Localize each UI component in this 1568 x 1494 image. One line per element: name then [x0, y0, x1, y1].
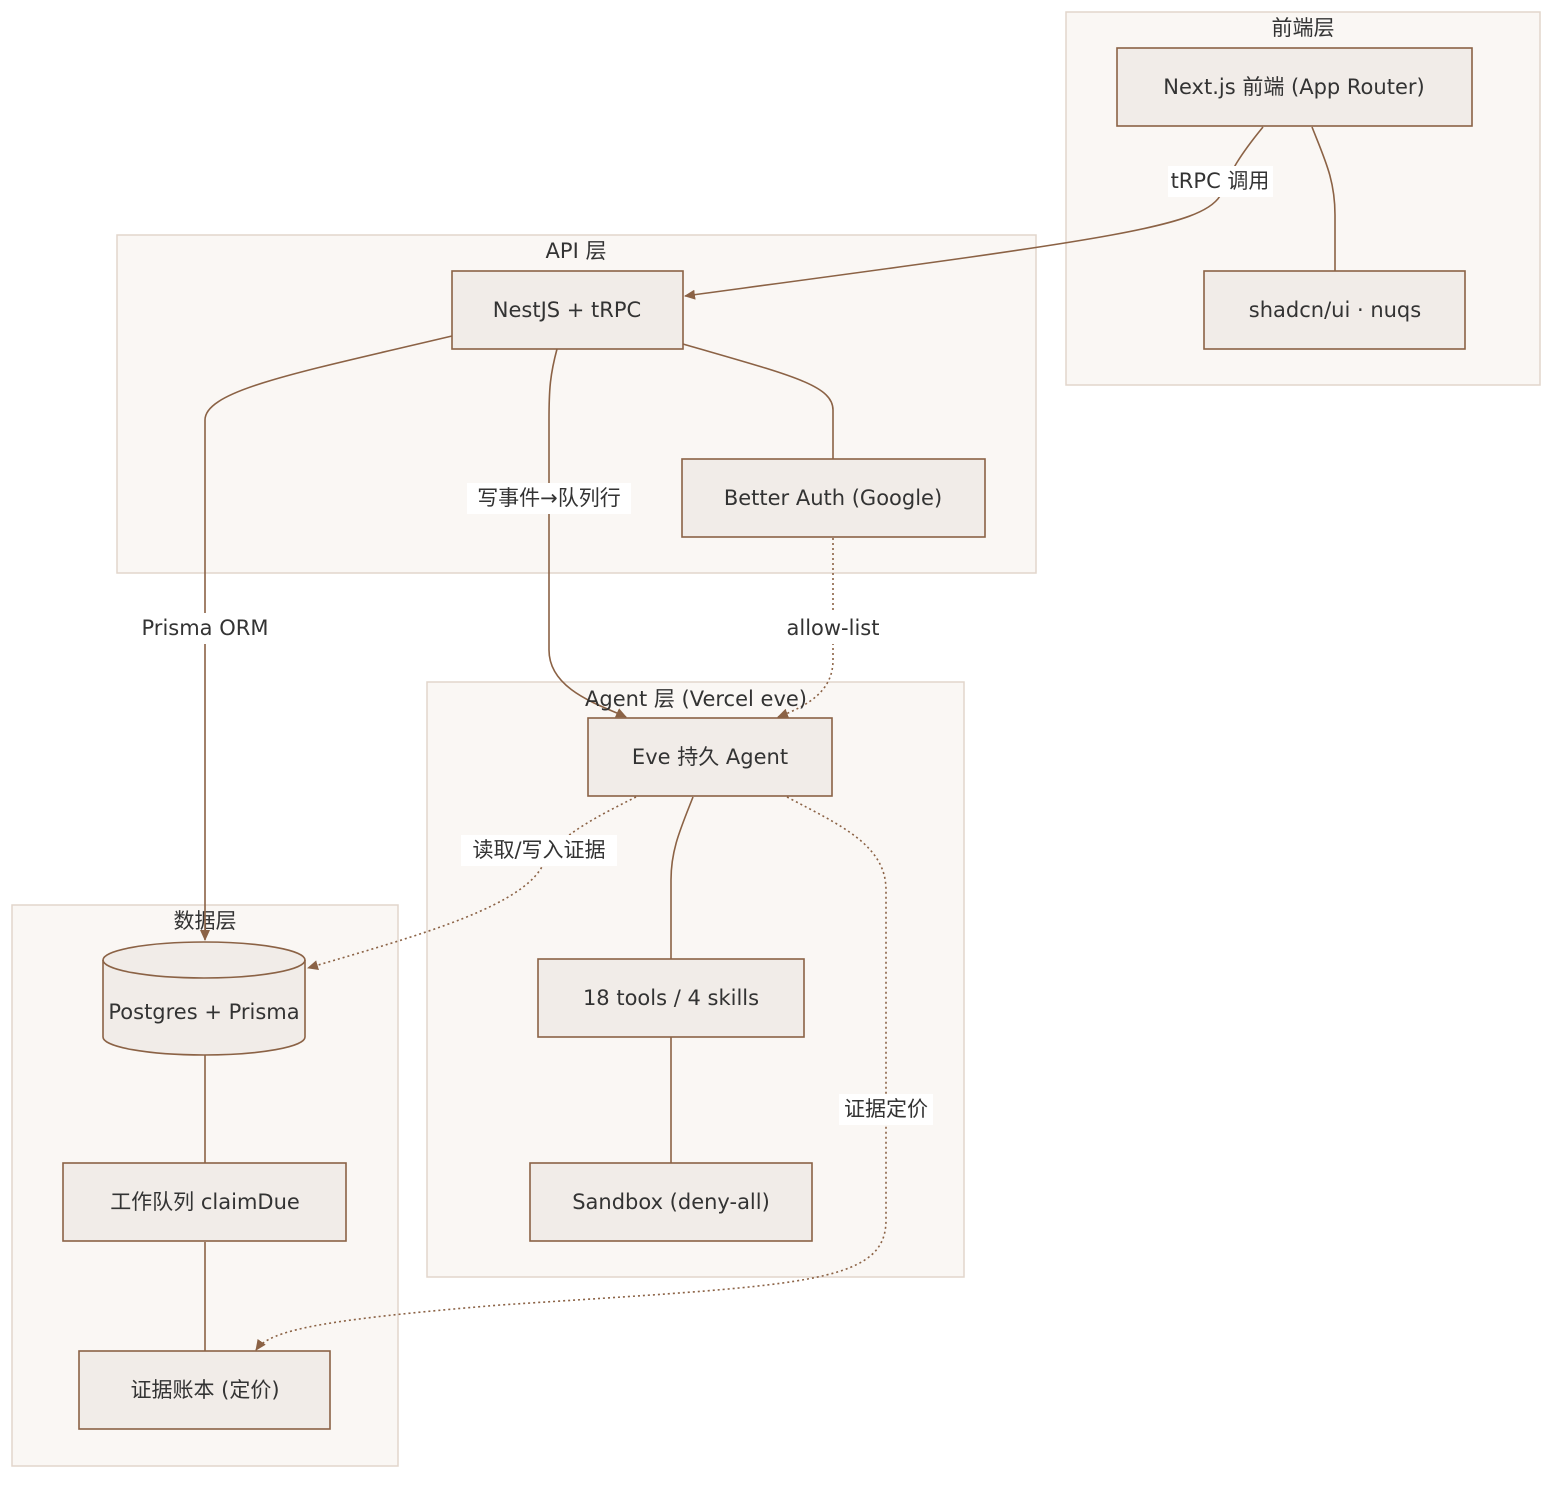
edge-label-prisma-orm: Prisma ORM — [142, 613, 269, 644]
group-title-api: API 层 — [546, 239, 607, 263]
edge-label-read-write-evidence: 读取/写入证据 — [461, 835, 617, 866]
group-title-frontend: 前端层 — [1272, 16, 1335, 40]
svg-text:Next.js 前端 (App Router): Next.js 前端 (App Router) — [1163, 75, 1424, 99]
node-sandbox: Sandbox (deny-all) — [529, 1162, 813, 1242]
edge-eve-to-ledger — [255, 796, 887, 1351]
svg-text:Eve 持久 Agent: Eve 持久 Agent — [632, 745, 788, 769]
node-evidence-ledger: 证据账本 (定价) — [78, 1350, 331, 1430]
svg-text:shadcn/ui · nuqs: shadcn/ui · nuqs — [1249, 298, 1421, 322]
edge-label-evidence-pricing: 证据定价 — [839, 1094, 933, 1125]
edge-nestjs-to-betterauth — [682, 343, 834, 460]
svg-text:NestJS + tRPC: NestJS + tRPC — [493, 298, 641, 322]
node-postgres-database: Postgres + Prisma — [102, 941, 306, 1056]
svg-text:allow-list: allow-list — [787, 616, 880, 640]
svg-text:读取/写入证据: 读取/写入证据 — [472, 838, 605, 862]
edge-nestjs-to-postgres — [200, 335, 453, 941]
svg-text:工作队列 claimDue: 工作队列 claimDue — [110, 1190, 300, 1214]
edge-label-trpc-call: tRPC 调用 — [1168, 166, 1273, 197]
edge-eve-to-tools — [670, 796, 694, 959]
edge-label-allow-list: allow-list — [783, 613, 883, 644]
node-nestjs-trpc: NestJS + tRPC — [451, 270, 684, 350]
svg-text:证据账本 (定价): 证据账本 (定价) — [130, 1378, 279, 1402]
edge-nextjs-to-nestjs — [684, 126, 1264, 300]
svg-text:写事件→队列行: 写事件→队列行 — [477, 486, 621, 510]
svg-text:Better Auth (Google): Better Auth (Google) — [724, 486, 942, 510]
node-tools-skills: 18 tools / 4 skills — [537, 958, 805, 1038]
edge-betterauth-to-eve — [777, 538, 834, 719]
svg-text:Sandbox (deny-all): Sandbox (deny-all) — [572, 1190, 770, 1214]
node-nextjs-frontend: Next.js 前端 (App Router) — [1116, 47, 1473, 127]
edge-nextjs-to-shadcn — [1311, 126, 1336, 271]
svg-text:Prisma ORM: Prisma ORM — [142, 616, 269, 640]
node-shadcn-nuqs: shadcn/ui · nuqs — [1203, 270, 1466, 350]
svg-text:Postgres + Prisma: Postgres + Prisma — [108, 1000, 299, 1024]
svg-text:tRPC 调用: tRPC 调用 — [1171, 169, 1270, 193]
node-eve-agent: Eve 持久 Agent — [587, 717, 833, 797]
svg-text:18 tools / 4 skills: 18 tools / 4 skills — [583, 986, 759, 1010]
node-work-queue: 工作队列 claimDue — [62, 1162, 347, 1242]
edge-eve-to-postgres — [307, 796, 637, 970]
edge-nestjs-to-eve — [548, 348, 627, 718]
svg-text:证据定价: 证据定价 — [844, 1097, 928, 1121]
group-title-agent: Agent 层 (Vercel eve) — [585, 687, 807, 711]
edge-label-write-event: 写事件→队列行 — [467, 483, 631, 514]
database-cylinder-icon — [102, 941, 306, 1056]
node-better-auth: Better Auth (Google) — [681, 458, 986, 538]
